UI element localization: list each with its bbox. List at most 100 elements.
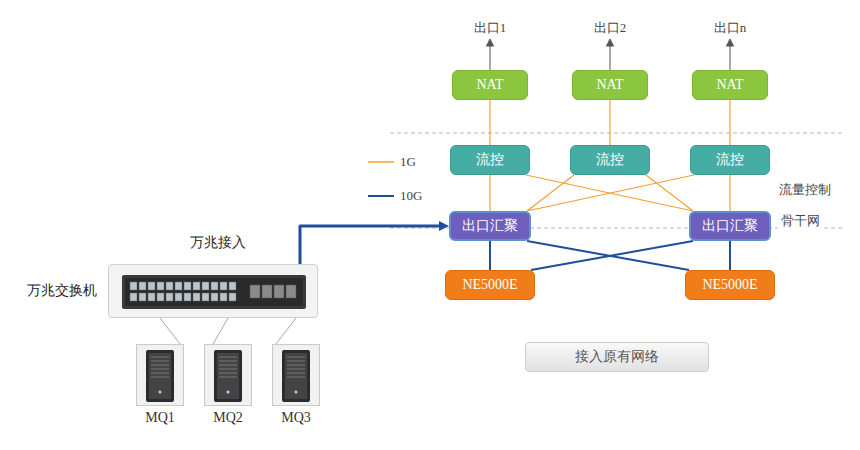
node-label: 流控 [596, 151, 624, 169]
switch-port [166, 293, 173, 301]
switch-port [166, 282, 173, 290]
node-label: MQ2 [213, 410, 243, 426]
aggregation-box: 出口汇聚 [689, 211, 771, 241]
server-slot [151, 365, 169, 366]
zone-label: 骨干网 [778, 212, 823, 230]
sfp-port [250, 285, 260, 298]
sfp-port [286, 285, 296, 298]
link-line [609, 100, 610, 145]
switch-port [202, 293, 209, 301]
node-label: 流控 [476, 151, 504, 169]
flow-control-box: 流控 [570, 145, 650, 175]
switch-port [220, 293, 227, 301]
link-line [489, 100, 490, 145]
node-label: NE5000E [462, 277, 517, 293]
switch-port [130, 293, 137, 301]
server-slot [151, 373, 169, 374]
server-slot [151, 357, 169, 358]
node-label: NE5000E [702, 277, 757, 293]
server-icon [136, 344, 184, 406]
server-icon [204, 344, 252, 406]
switch-port [220, 282, 227, 290]
switch-port [211, 293, 218, 301]
nat-box: NAT [572, 70, 648, 100]
router-box: NE5000E [445, 270, 535, 300]
server-frame [205, 345, 252, 406]
exit-arrows [487, 39, 734, 70]
switch-port [202, 282, 209, 290]
server-face [285, 353, 307, 399]
link-line [160, 318, 180, 344]
server-slot [287, 357, 305, 358]
node-label: 出口汇聚 [702, 217, 758, 235]
switch-front [125, 278, 303, 306]
server-slot [287, 365, 305, 366]
link-line [489, 175, 490, 211]
server-slot [219, 377, 237, 378]
server-frame [273, 345, 320, 406]
node-label: MQ3 [281, 410, 311, 426]
server-led [226, 390, 229, 393]
legend-line-sample [368, 161, 394, 163]
server-slot [287, 361, 305, 362]
switch-icon [122, 275, 306, 309]
server-slot [287, 377, 305, 378]
server-node: MQ1 [136, 344, 184, 426]
link-line [489, 241, 491, 270]
node-label: 流控 [716, 151, 744, 169]
switch-label: 万兆交换机 [27, 282, 97, 300]
flow-control-box: 流控 [450, 145, 530, 175]
server-node: MQ2 [204, 344, 252, 426]
legend-label: 1G [400, 154, 416, 170]
aggregation-box: 出口汇聚 [449, 211, 531, 241]
server-frame [137, 345, 184, 406]
server-node: MQ3 [272, 344, 320, 426]
link-line [729, 241, 731, 270]
server-slot [151, 377, 169, 378]
server-tower [282, 350, 310, 402]
node-label: 接入原有网络 [575, 348, 659, 366]
server-face [217, 353, 239, 399]
server-slot [219, 357, 237, 358]
switch-port [139, 282, 146, 290]
access-label: 万兆接入 [190, 234, 246, 252]
arrow-head [727, 39, 734, 46]
switch-port [139, 293, 146, 301]
node-label: NAT [716, 77, 743, 93]
switch-port [175, 293, 182, 301]
switch-port [229, 282, 236, 290]
divider-line [390, 133, 845, 134]
flow-control-box: 流控 [690, 145, 770, 175]
switch-port [193, 293, 200, 301]
server-face [149, 353, 171, 399]
link-line [527, 175, 694, 211]
link-line [300, 226, 441, 264]
switch-port [211, 282, 218, 290]
server-slot [151, 369, 169, 370]
link-line [276, 318, 296, 344]
exit-arrow [730, 44, 731, 70]
server-slot [287, 369, 305, 370]
link-line [729, 100, 730, 145]
node-label: NAT [476, 77, 503, 93]
switch-port [157, 293, 164, 301]
exit-label: 出口n [714, 19, 747, 37]
link-line [531, 241, 693, 270]
node-label: 出口汇聚 [462, 217, 518, 235]
server-tower [214, 350, 242, 402]
server-slot [219, 373, 237, 374]
exit-label: 出口1 [474, 19, 507, 37]
exit-label: 出口2 [594, 19, 627, 37]
nat-box: NAT [452, 70, 528, 100]
arrow-head [439, 221, 449, 231]
server-led [158, 390, 161, 393]
switch-port [148, 293, 155, 301]
switch-port [175, 282, 182, 290]
link-line [729, 175, 730, 211]
switch-port [184, 282, 191, 290]
router-box: NE5000E [685, 270, 775, 300]
switch-port [193, 282, 200, 290]
sfp-port [274, 285, 284, 298]
node-label: MQ1 [145, 410, 175, 426]
